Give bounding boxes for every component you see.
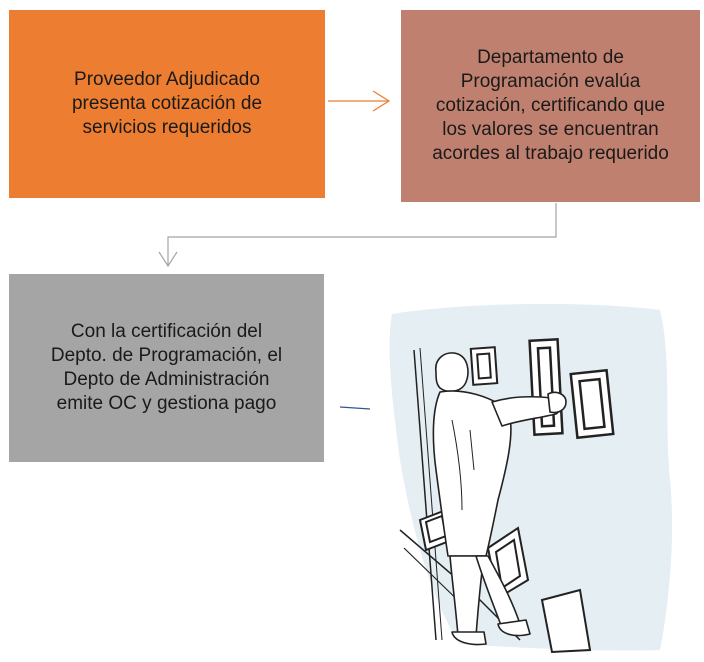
right-picture-frame — [569, 368, 615, 440]
step-2-box: Departamento de Programación evalúa coti… — [401, 10, 700, 202]
person-figure — [432, 352, 567, 646]
connector-to-illustration — [339, 406, 371, 410]
step-2-text: Departamento de Programación evalúa coti… — [432, 47, 669, 164]
step-3-text: Con la certificación del Depto. de Progr… — [50, 321, 283, 414]
wall-corner-line — [413, 349, 437, 641]
floor-picture-frames — [418, 508, 592, 654]
step-1-text: Proveedor Adjudicado presenta cotización… — [71, 69, 263, 138]
arrow-step2-to-step3 — [158, 203, 557, 268]
arrow-step1-to-step2 — [328, 90, 391, 112]
step-1-box: Proveedor Adjudicado presenta cotización… — [9, 10, 325, 198]
person-hanging-picture-frames-illustration — [389, 303, 673, 654]
small-picture-frame — [469, 346, 499, 386]
tall-picture-frame — [528, 338, 564, 436]
step-3-box: Con la certificación del Depto. de Progr… — [9, 274, 324, 462]
